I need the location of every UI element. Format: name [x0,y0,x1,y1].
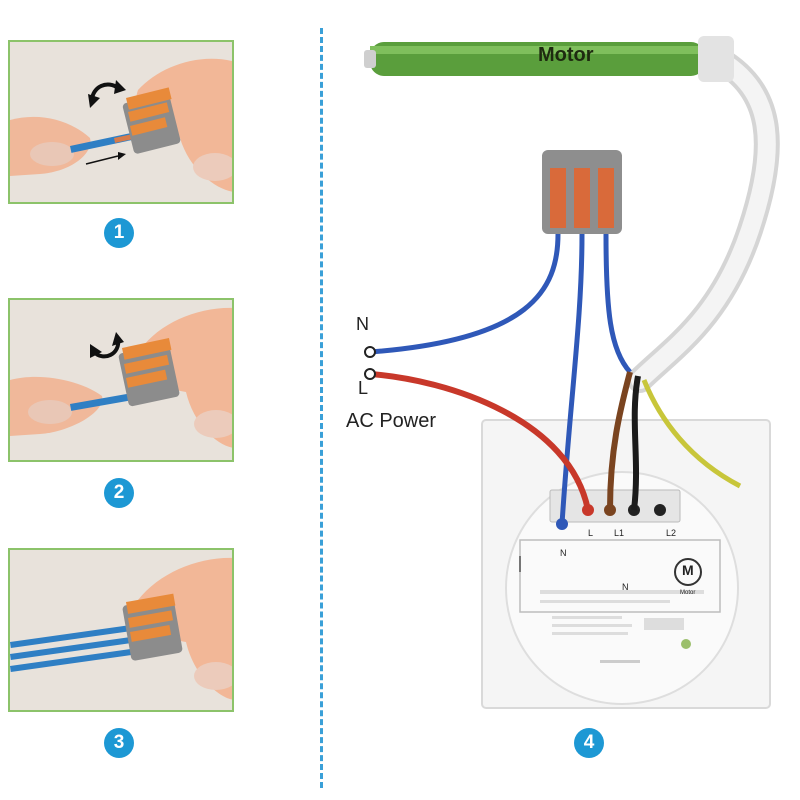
live-wire [369,371,591,511]
wiring-diagram [364,36,780,709]
terminal-n-label: N [356,314,369,334]
terminal-l-label: L [358,378,369,398]
dashed-divider [320,28,323,788]
switch-module [505,471,739,705]
motor-symbol-caption: Motor [680,590,696,596]
switch-terminal-l2: L2 [666,528,677,538]
motor-neutral-wire [603,233,632,374]
switch-terminal-n: N [560,548,567,558]
neutral-wire [369,233,561,355]
switch-terminal-l1: L1 [614,528,625,538]
motor-end-cap [698,36,734,82]
motor-label: Motor [538,44,594,66]
live-terminal [364,368,376,380]
step-1-illustration [8,40,234,204]
step-3-badge: 3 [104,728,134,758]
step-2-badge: 2 [104,478,134,508]
motor-symbol-letter: M [682,562,694,578]
step-1-badge: 1 [104,218,134,248]
brown-wire [607,371,633,511]
black-wire [631,375,641,511]
motor-symbol-circle [674,558,702,586]
neutral-to-switch-wire [559,233,585,525]
neutral-terminal [364,346,376,358]
switch-terminal-l: L [588,528,594,538]
step-4-badge: 4 [574,728,604,758]
step-2-illustration [8,298,234,462]
ground-wire [641,379,742,489]
step-3-illustration [8,548,234,712]
switch-n-label: N [622,582,629,592]
ac-power-label: AC Power [346,410,437,432]
